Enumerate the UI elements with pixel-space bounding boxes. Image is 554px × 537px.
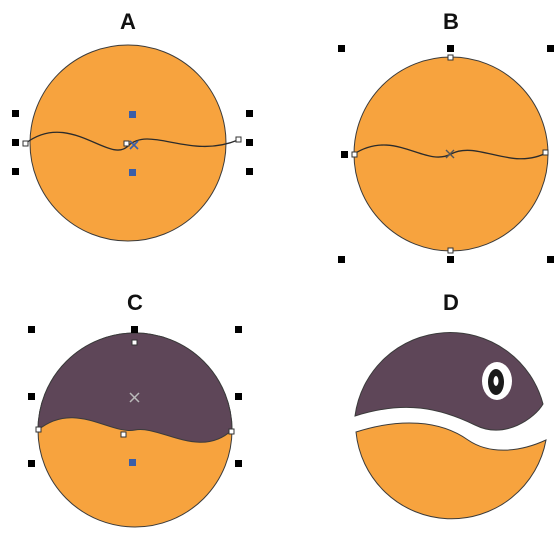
panel-c-label: C (127, 290, 143, 315)
path-node-icon[interactable] (124, 141, 129, 146)
selection-handle-icon[interactable] (28, 326, 35, 333)
panel-d: D (355, 290, 546, 519)
selection-handle-icon[interactable] (235, 460, 242, 467)
control-point-icon[interactable] (129, 169, 136, 176)
selection-handle-icon[interactable] (28, 460, 35, 467)
path-node-icon[interactable] (448, 55, 453, 60)
path-node-icon[interactable] (543, 150, 548, 155)
path-node-icon[interactable] (448, 248, 453, 253)
panel-c: C (28, 290, 242, 527)
eye-highlight-icon (494, 376, 499, 386)
selection-handle-icon[interactable] (341, 151, 348, 158)
selection-handle-icon[interactable] (246, 110, 253, 117)
selection-handle-icon[interactable] (12, 168, 19, 175)
panel-d-label: D (443, 290, 459, 315)
selection-handle-icon[interactable] (12, 139, 19, 146)
path-node-icon[interactable] (132, 340, 137, 345)
control-point-icon[interactable] (129, 111, 136, 118)
selection-handle-icon[interactable] (338, 256, 345, 263)
panel-b-label: B (443, 9, 459, 34)
selection-handle-icon[interactable] (12, 110, 19, 117)
path-node-icon[interactable] (23, 141, 28, 146)
panel-d-orange-body (356, 423, 546, 519)
selection-handle-icon[interactable] (246, 139, 253, 146)
selection-handle-icon[interactable] (338, 45, 345, 52)
selection-handle-icon[interactable] (131, 326, 138, 333)
path-node-icon[interactable] (352, 152, 357, 157)
panel-b: B (338, 9, 554, 263)
panel-a-label: A (120, 9, 136, 34)
panel-a: A (12, 9, 253, 241)
selection-handle-icon[interactable] (447, 45, 454, 52)
path-node-icon[interactable] (236, 137, 241, 142)
path-node-icon[interactable] (229, 429, 234, 434)
path-node-icon[interactable] (36, 427, 41, 432)
control-point-icon[interactable] (129, 459, 136, 466)
selection-handle-icon[interactable] (235, 393, 242, 400)
selection-handle-icon[interactable] (246, 168, 253, 175)
panel-d-purple-head (355, 333, 543, 431)
selection-handle-icon[interactable] (28, 393, 35, 400)
selection-handle-icon[interactable] (235, 326, 242, 333)
selection-handle-icon[interactable] (447, 256, 454, 263)
selection-handle-icon[interactable] (547, 45, 554, 52)
selection-handle-icon[interactable] (547, 256, 554, 263)
path-node-icon[interactable] (121, 432, 126, 437)
